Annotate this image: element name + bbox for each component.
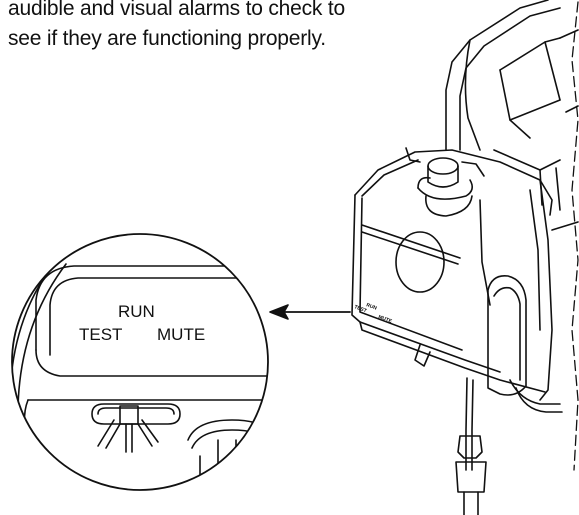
fill-cap	[405, 147, 485, 217]
run-label: RUN	[118, 302, 155, 321]
instruction-line-1: audible and visual alarms to check to	[8, 0, 345, 20]
callout-arrow	[269, 304, 351, 320]
tank-cut-line	[571, 1, 579, 471]
instruction-line-2: see if they are functioning properly.	[8, 27, 326, 50]
device-test-label: TEST	[353, 304, 367, 314]
control-box	[351, 149, 553, 401]
magnified-callout	[12, 239, 268, 490]
device-switch-labels: RUN TEST MUTE	[353, 302, 393, 325]
instruction-text: audible and visual alarms to check to se…	[8, 0, 368, 54]
device-mute-label: MUTE	[377, 314, 393, 325]
test-label: TEST	[79, 325, 122, 344]
device-run-label: RUN	[365, 302, 378, 311]
callout-circle	[11, 233, 269, 491]
mute-label: MUTE	[157, 325, 205, 344]
power-cord	[455, 377, 563, 515]
